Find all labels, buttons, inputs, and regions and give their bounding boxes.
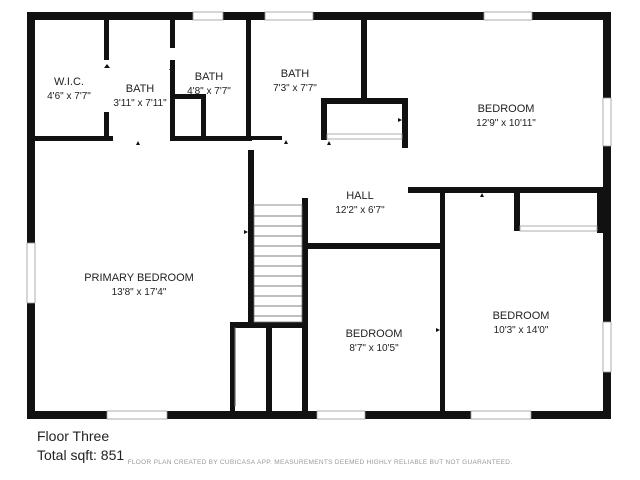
room-dims-bath-3: 7'3" x 7'7" [273, 83, 317, 94]
window-top-bath3 [264, 11, 314, 21]
openings [234, 133, 598, 407]
room-dims-bath-1: 3'11" x 7'11" [113, 98, 167, 109]
room-dims-primary-bedroom: 13'8" x 17'4" [112, 287, 167, 298]
door-markers [104, 64, 484, 332]
room-dims-hall: 12'2" x 6'7" [335, 205, 385, 216]
room-name-primary-bedroom: PRIMARY BEDROOM [84, 272, 194, 284]
room-dims-wic: 4'6" x 7'7" [47, 91, 91, 102]
floor-title: Floor Three [37, 428, 110, 444]
room-label-bath-3: BATH 7'3" x 7'7" [273, 68, 317, 94]
window-top-bedroom-ne [483, 11, 533, 21]
window-bottom-primary [106, 410, 168, 420]
room-name-wic: W.I.C. [54, 76, 84, 88]
room-dims-bedroom-s: 8'7" x 10'5" [349, 343, 399, 354]
room-label-hall: HALL 12'2" x 6'7" [335, 190, 385, 216]
room-label-bath-1: BATH 3'11" x 7'11" [113, 83, 167, 109]
room-name-bedroom-se: BEDROOM [493, 310, 550, 322]
room-name-bath-1: BATH [126, 83, 155, 95]
room-dims-bath-2: 4'8" x 7'7" [187, 86, 231, 97]
room-name-hall: HALL [346, 190, 374, 202]
window-bottom-bedroom-s [316, 410, 366, 420]
room-label-bedroom-s: BEDROOM 8'7" x 10'5" [346, 328, 403, 354]
room-name-bath-2: BATH [195, 71, 224, 83]
room-name-bath-3: BATH [281, 68, 310, 80]
room-label-primary-bedroom: PRIMARY BEDROOM 13'8" x 17'4" [84, 272, 194, 298]
disclaimer-text: FLOOR PLAN CREATED BY CUBICASA APP. MEAS… [127, 459, 513, 466]
staircase [253, 204, 303, 323]
exterior-walls [27, 12, 611, 419]
room-label-wic: W.I.C. 4'6" x 7'7" [47, 76, 91, 102]
window-right-bedroom-se [602, 321, 612, 373]
room-name-bedroom-s: BEDROOM [346, 328, 403, 340]
room-name-bedroom-ne: BEDROOM [478, 103, 535, 115]
room-label-bedroom-se: BEDROOM 10'3" x 14'0" [493, 310, 550, 336]
room-dims-bedroom-se: 10'3" x 14'0" [494, 325, 549, 336]
room-dims-bedroom-ne: 12'9" x 10'11" [476, 118, 536, 129]
total-sqft: Total sqft: 851 [37, 447, 125, 463]
window-bottom-bedroom-se [470, 410, 532, 420]
room-label-bath-2: BATH 4'8" x 7'7" [187, 71, 231, 97]
window-left-primary [26, 242, 36, 304]
window-right-bedroom-ne [602, 97, 612, 147]
interior-walls [35, 20, 603, 411]
windows [26, 11, 612, 420]
window-top-bath2 [192, 11, 224, 21]
room-label-bedroom-ne: BEDROOM 12'9" x 10'11" [476, 103, 536, 129]
